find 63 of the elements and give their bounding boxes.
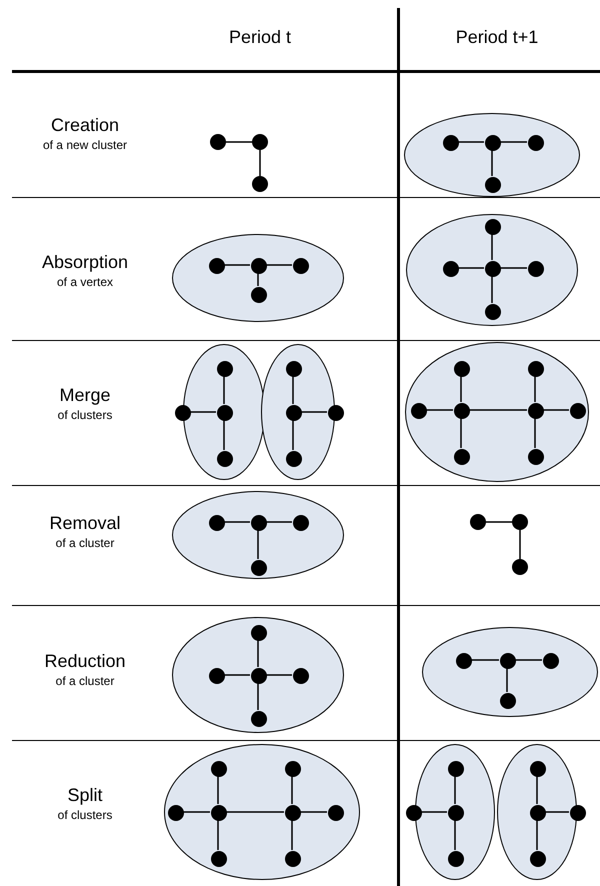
graph-edge — [217, 820, 219, 850]
graph-edge — [292, 376, 294, 404]
graph-edge — [266, 521, 292, 523]
graph-edge — [506, 668, 508, 692]
graph-edge — [292, 420, 294, 450]
row-title: Reduction — [43, 650, 127, 672]
graph-edge — [469, 409, 527, 411]
graph-edge — [534, 418, 536, 448]
graph-edge — [454, 776, 456, 804]
graph-edge — [471, 659, 499, 661]
graph-edge — [301, 411, 327, 413]
row-subtitle: of clusters — [56, 808, 114, 823]
graph-edge — [224, 674, 250, 676]
graph-edge — [257, 640, 259, 667]
row-subtitle: of clusters — [56, 408, 114, 423]
graph-edge — [257, 530, 259, 559]
graph-edge — [519, 530, 521, 559]
graph-edge — [224, 521, 250, 523]
graph-edge — [291, 820, 293, 850]
graph-edge — [300, 811, 327, 813]
graph-edge — [226, 811, 284, 813]
graph-edge — [500, 267, 527, 269]
graph-edge — [500, 141, 527, 143]
graph-edge — [421, 811, 447, 813]
graph-edge — [534, 376, 536, 402]
graph-edge — [257, 683, 259, 710]
row-subtitle: of a cluster — [54, 536, 116, 551]
graph-edge — [266, 264, 292, 266]
graph-edge — [266, 674, 292, 676]
graph-edge — [491, 234, 493, 260]
graph-edge — [458, 267, 484, 269]
graph-edge — [223, 376, 225, 404]
graph-edge — [259, 150, 261, 176]
row-title: Creation — [50, 114, 120, 136]
graph-edge — [217, 776, 219, 804]
graph-edge — [426, 409, 453, 411]
graph-edge — [545, 811, 569, 813]
graph-edge — [491, 150, 493, 176]
graph-edge — [460, 376, 462, 402]
row-title: Absorption — [40, 251, 130, 274]
graph-edge — [224, 264, 250, 266]
graph-edge — [491, 276, 493, 303]
graph-edge — [515, 659, 542, 661]
column-header: Period t+1 — [454, 26, 540, 48]
graph-edge — [543, 409, 569, 411]
row-subtitle: of a new cluster — [42, 138, 128, 153]
row-title: Removal — [48, 512, 122, 534]
graph-edge — [536, 820, 538, 850]
graph-edge — [190, 411, 216, 413]
graph-edge — [458, 141, 484, 143]
row-subtitle: of a cluster — [54, 674, 116, 689]
graph-edge — [223, 420, 225, 450]
row-subtitle: of a vertex — [56, 275, 114, 290]
graph-edge — [454, 820, 456, 850]
column-header: Period t — [228, 26, 292, 48]
graph-edge — [257, 273, 259, 286]
row-title: Merge — [58, 384, 112, 406]
graph-edge — [226, 141, 252, 143]
row-title: Split — [66, 784, 104, 806]
graph-edge — [486, 521, 512, 523]
graph-edge — [460, 418, 462, 448]
graph-edge — [536, 776, 538, 804]
graph-edge — [291, 776, 293, 804]
